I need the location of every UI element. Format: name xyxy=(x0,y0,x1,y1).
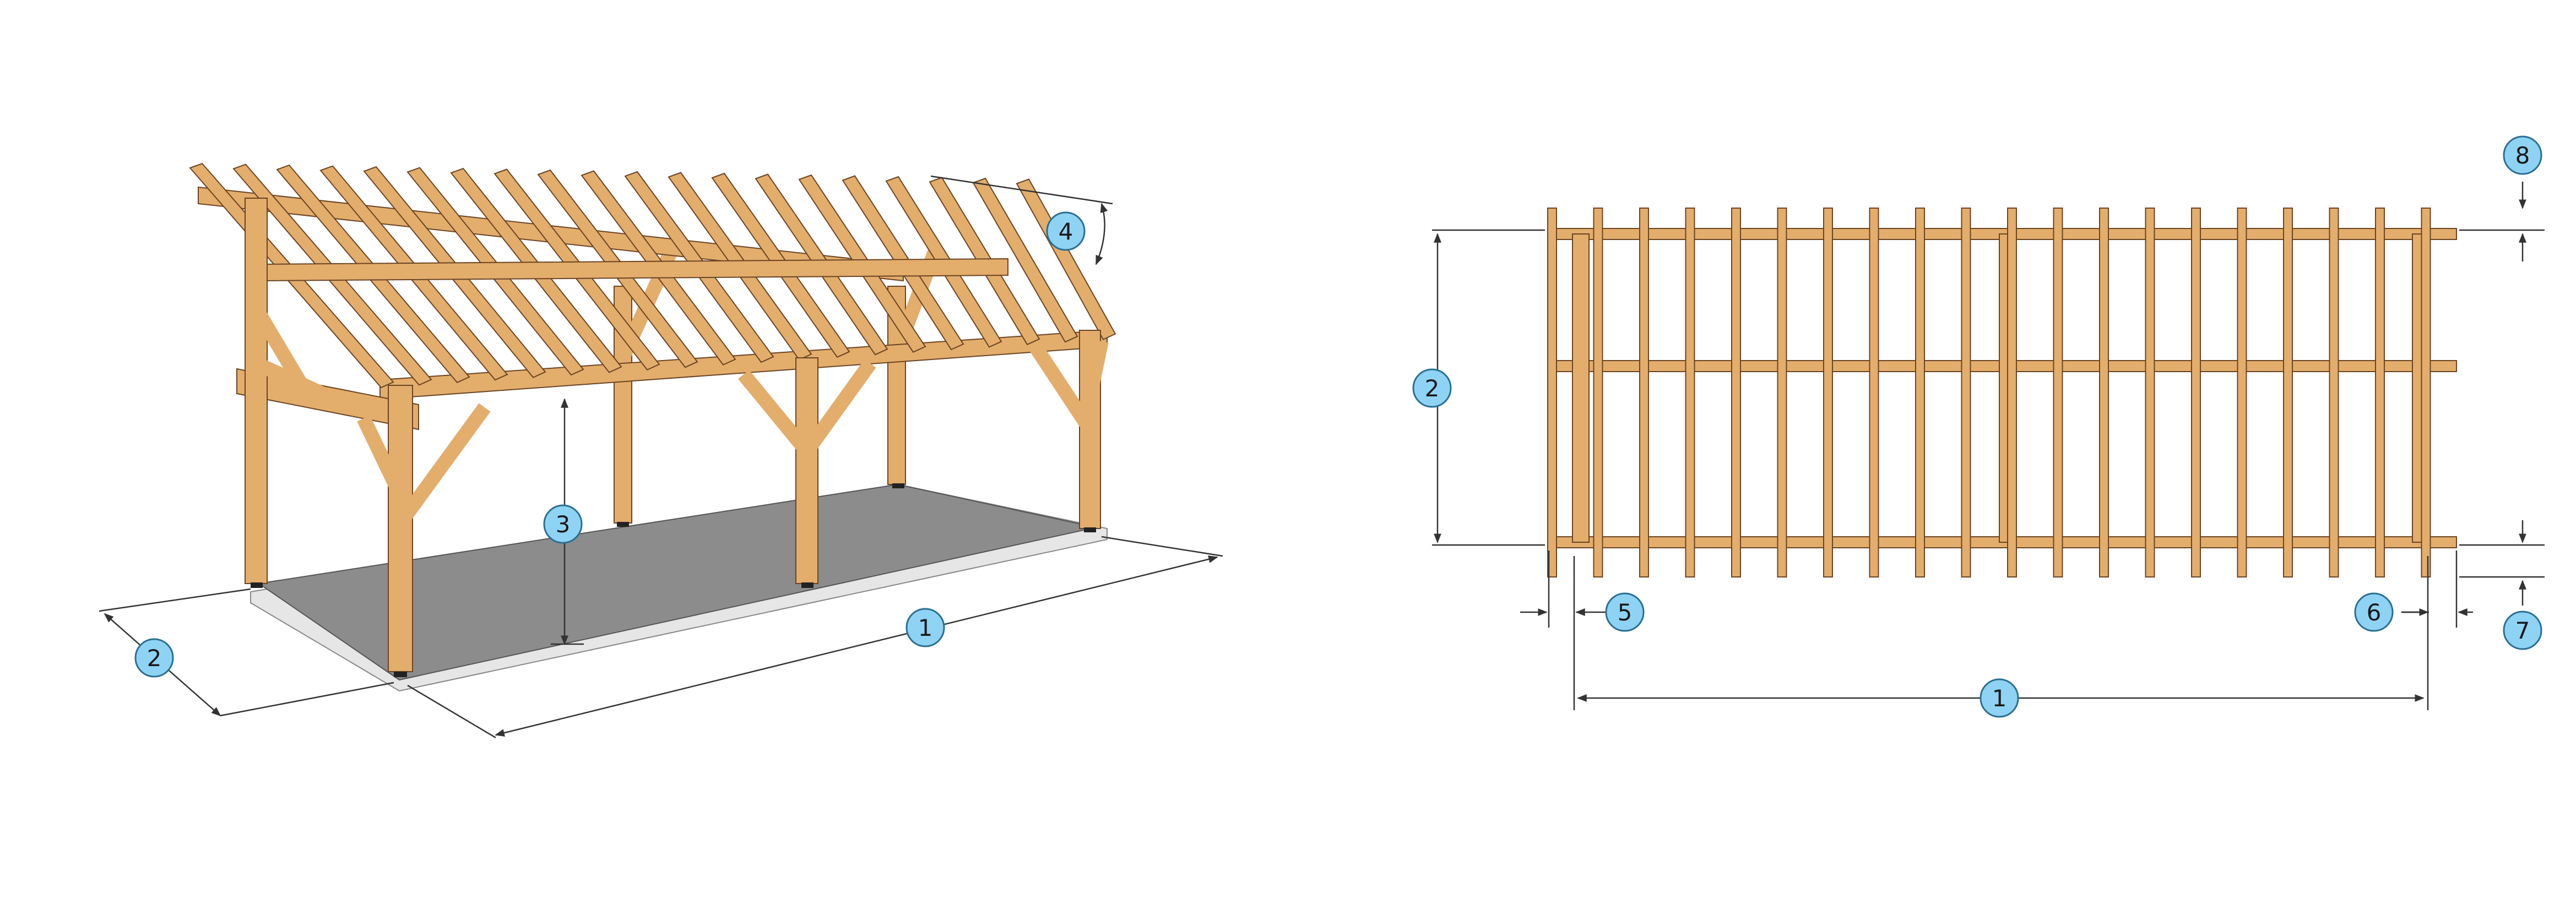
plan-rafter xyxy=(1731,208,1741,577)
plan-rafter xyxy=(2099,208,2109,577)
plan-callout-5-label: 5 xyxy=(1618,599,1633,626)
plan-rafter xyxy=(1823,208,1833,577)
plan-rafter xyxy=(1547,208,1557,577)
rafter xyxy=(972,177,1078,343)
callout-2-label: 2 xyxy=(147,645,162,672)
plan-callout-5: 5 xyxy=(1605,592,1645,632)
plan-rafter xyxy=(1685,208,1695,577)
plan-end-frames xyxy=(1572,233,2429,543)
callout-2: 2 xyxy=(134,638,174,678)
perspective-view: 1 2 3 4 xyxy=(99,162,1223,739)
plan-rafter xyxy=(2421,208,2431,577)
plan-rafter xyxy=(2191,208,2201,577)
plan-rafter xyxy=(1593,208,1603,577)
plan-callout-1: 1 xyxy=(1980,678,2019,718)
callout-1: 1 xyxy=(905,608,945,647)
callout-4: 4 xyxy=(1046,211,1086,251)
callout-1-label: 1 xyxy=(918,614,933,641)
plan-view: 1 2 5 6 7 8 xyxy=(1412,135,2545,718)
plan-callout-7-label: 7 xyxy=(2515,617,2530,644)
plan-rafter xyxy=(2237,208,2247,577)
concrete-slab xyxy=(257,483,1097,681)
callout-3-label: 3 xyxy=(556,511,571,538)
rafter xyxy=(1016,178,1116,340)
front-braces xyxy=(250,304,1109,527)
callout-3: 3 xyxy=(543,504,583,544)
plan-rafter xyxy=(2145,208,2155,577)
plan-rafter xyxy=(1869,208,1879,577)
plan-rafter xyxy=(2007,208,2017,577)
plan-rafter xyxy=(1639,208,1649,577)
plan-callout-8-label: 8 xyxy=(2515,142,2530,169)
front-posts xyxy=(245,198,1101,672)
plan-rafters xyxy=(1547,208,2431,577)
plan-callout-1-label: 1 xyxy=(1992,685,2007,712)
dimension-lines xyxy=(99,175,1223,739)
plan-rafter xyxy=(2053,208,2063,577)
plan-rafter xyxy=(2329,208,2339,577)
plan-rafter xyxy=(2375,208,2385,577)
plan-rafter xyxy=(1915,208,1925,577)
plan-callout-6-label: 6 xyxy=(2367,599,2382,626)
plan-callout-6: 6 xyxy=(2354,592,2394,632)
plan-callout-7: 7 xyxy=(2503,611,2542,650)
plan-callout-2: 2 xyxy=(1412,368,1452,408)
plan-rafter xyxy=(1777,208,1787,577)
plan-callout-2-label: 2 xyxy=(1425,375,1440,402)
plan-rafter xyxy=(1961,208,1971,577)
callout-4-label: 4 xyxy=(1059,218,1073,245)
plan-callout-8: 8 xyxy=(2503,135,2542,175)
plan-rafter xyxy=(2283,208,2293,577)
